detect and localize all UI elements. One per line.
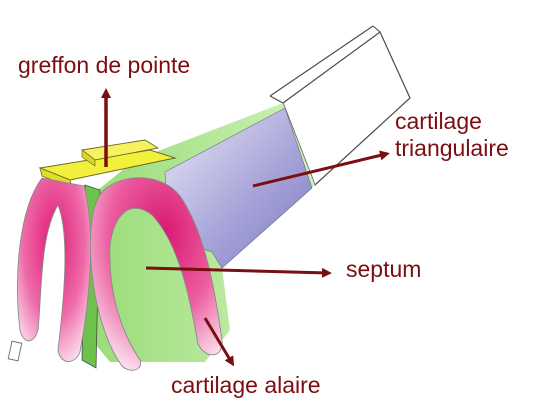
arrow-triangular	[252, 150, 390, 188]
upper-frame-outline	[269, 25, 411, 187]
arrow-alar	[203, 317, 235, 367]
label-triangular-line1: cartilage	[395, 108, 482, 134]
label-septum: septum	[346, 256, 422, 282]
label-tip-graft: greffon de pointe	[18, 52, 191, 78]
alar-cartilage-right	[89, 177, 223, 371]
label-alar-cartilage: cartilage alaire	[171, 372, 321, 398]
label-triangular-line2: triangulaire	[395, 135, 509, 161]
alar-cartilage-left	[7, 177, 92, 362]
arrow-septum	[145, 266, 332, 278]
label-triangular-cartilage: cartilage triangulaire	[395, 108, 509, 162]
